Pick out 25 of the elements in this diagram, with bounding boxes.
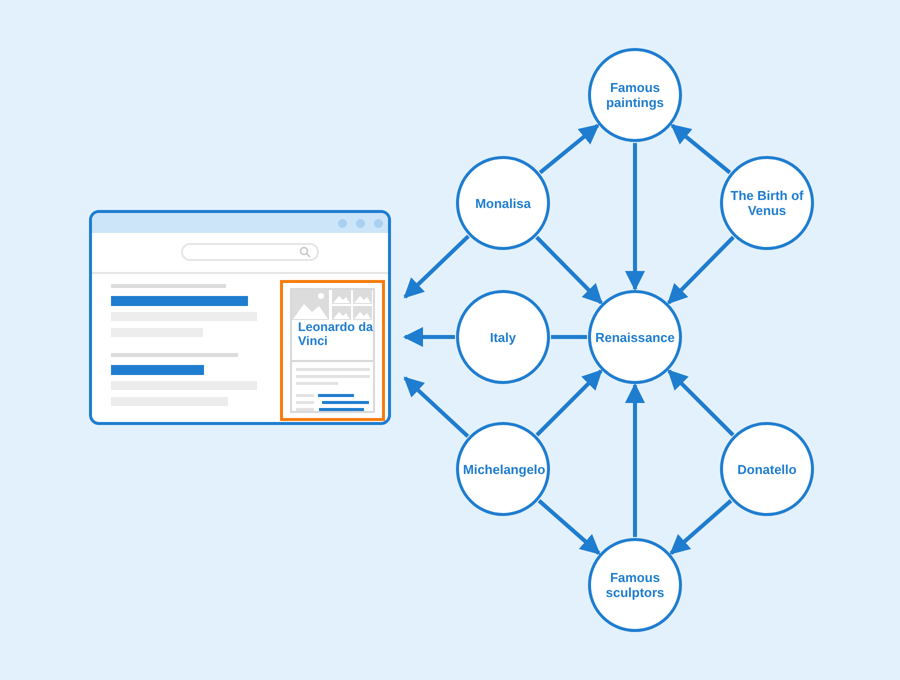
topic-label: Monalisa xyxy=(475,196,531,210)
arrow xyxy=(403,327,455,347)
arrow xyxy=(625,143,645,291)
arrow xyxy=(536,370,602,436)
knowledge-panel xyxy=(280,280,385,421)
arrow xyxy=(404,376,470,438)
arrow xyxy=(670,124,732,174)
topic-circle xyxy=(588,290,682,384)
arrow xyxy=(404,234,470,298)
topic-label: Famous paintings xyxy=(605,80,665,110)
arrow xyxy=(668,370,734,436)
arrow xyxy=(535,236,603,304)
topic-label: Donatello xyxy=(737,462,797,476)
arrow xyxy=(538,499,600,555)
arrow xyxy=(625,383,645,537)
topic-label: Renaissance xyxy=(595,330,675,344)
panel-title: Leonardo da Vinci xyxy=(298,320,374,348)
arrow xyxy=(667,236,735,304)
arrow xyxy=(538,124,600,174)
browser-window xyxy=(89,210,391,425)
arrow xyxy=(670,499,732,555)
topic-label: Michelangelo xyxy=(463,462,543,476)
topic-label: Italy xyxy=(490,330,516,344)
topic-label: Famous sculptors xyxy=(604,570,666,600)
topic-label: The Birth of Venus xyxy=(730,188,804,218)
